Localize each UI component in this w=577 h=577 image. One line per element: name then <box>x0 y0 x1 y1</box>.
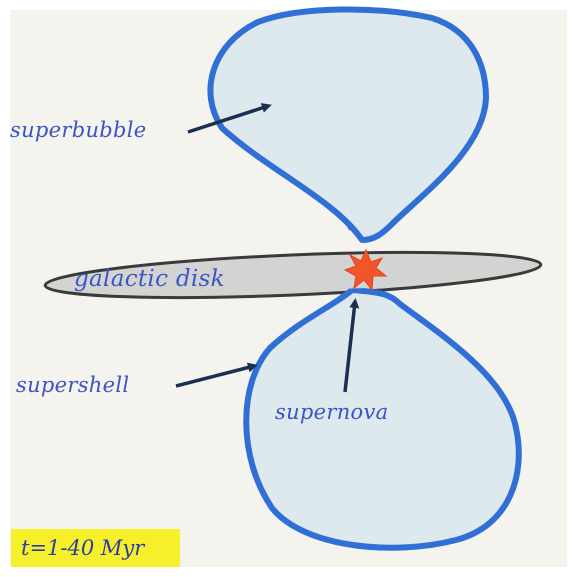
supershell-arrow <box>176 366 254 386</box>
supernova-label: supernova <box>275 400 388 424</box>
galactic-disk-label: galactic disk <box>74 266 225 292</box>
supershell-label: supershell <box>16 373 129 397</box>
superbubble-upper <box>210 9 486 240</box>
superbubble-label: superbubble <box>10 118 147 142</box>
time-badge: t=1-40 Myr <box>11 529 180 567</box>
